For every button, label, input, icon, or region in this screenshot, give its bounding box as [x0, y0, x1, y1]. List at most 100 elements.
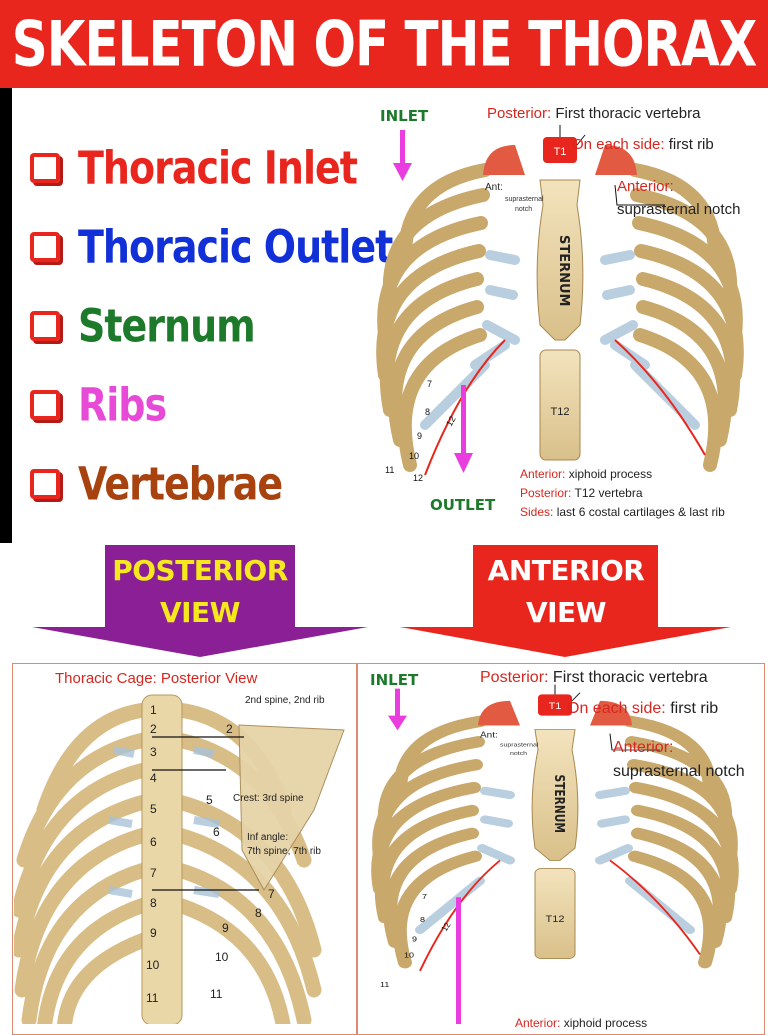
spine-number: 2 [150, 722, 157, 736]
posterior-note: Posterior: First thoracic vertebra [480, 669, 708, 686]
sternum-label: STERNUM [552, 775, 567, 833]
anterior-view-line1: ANTERIOR [487, 554, 645, 587]
checkbox-icon [30, 468, 60, 499]
spine-number: 10 [146, 958, 160, 972]
inf-angle-label-1: Inf angle: [247, 832, 289, 843]
cut-off-note: Anterior: xiphoid process [515, 1016, 648, 1030]
svg-text:11: 11 [385, 465, 394, 475]
rib-number: 2 [226, 722, 233, 736]
topic-item: Sternum [30, 286, 380, 365]
posterior-view-line1: POSTERIOR [112, 554, 288, 587]
posterior-cage-illustration [14, 694, 345, 1024]
svg-text:10: 10 [409, 451, 419, 461]
notch-label-2: notch [515, 206, 532, 213]
inlet-arrow-shaft [400, 130, 405, 165]
spine-number: 6 [150, 835, 157, 849]
spine2-label: 2nd spine, 2nd rib [245, 695, 325, 706]
spine-number: 1 [150, 703, 157, 717]
rib-cage-illustration: T1 Ant: suprasternal notch STERNUM T12 7… [376, 125, 744, 483]
sternum-label: STERNUM [556, 235, 571, 307]
t1-label: T1 [554, 146, 567, 158]
svg-text:10: 10 [404, 951, 414, 959]
anterior-val: suprasternal notch [613, 763, 745, 780]
anterior-val: suprasternal notch [617, 201, 741, 218]
t1-label: T1 [549, 702, 562, 712]
first-rib-left [483, 145, 525, 175]
outlet-arrow-shaft [461, 385, 466, 455]
outlet-arrow-head [454, 453, 473, 473]
inlet-arrow-head [393, 163, 412, 181]
notch-label-1: suprasternal [500, 742, 538, 748]
inf-angle-label-2: 7th spine, 7th rib [247, 846, 321, 857]
ant-label: Ant: [480, 731, 498, 740]
rib-number: 9 [222, 921, 229, 935]
outlet-sides-note: Sides: last 6 costal cartilages & last r… [520, 505, 725, 519]
posterior-note: Posterior: First thoracic vertebra [487, 105, 701, 122]
anterior-cage-illustration: T1 Ant: suprasternal notch STERNUM T12 7… [371, 684, 739, 1024]
topic-label: Vertebrae [78, 457, 283, 510]
spine-number: 8 [150, 896, 157, 910]
rib-number: 7 [268, 887, 275, 901]
topic-item: Thoracic Inlet [30, 128, 380, 207]
topic-item: Ribs [30, 365, 380, 444]
checkbox-icon [30, 310, 60, 341]
topic-item: Vertebrae [30, 444, 380, 523]
anterior-key: Anterior: [617, 178, 674, 195]
outlet-anterior-note: Anterior: xiphoid process [520, 467, 653, 481]
rib-numbers: 7 8 9 10 11 12 12 [385, 379, 458, 483]
lower-spine [539, 349, 581, 461]
rib-number: 6 [213, 825, 220, 839]
checkbox-icon [30, 152, 60, 183]
left-frame-bar [0, 88, 12, 543]
svg-text:9: 9 [412, 935, 417, 943]
t1-vertebra [543, 137, 577, 163]
rib-number: 11 [210, 987, 223, 1001]
first-rib-right [595, 145, 637, 175]
spine-number: 4 [150, 771, 157, 785]
spine-number: 9 [150, 926, 157, 940]
svg-text:11: 11 [380, 981, 390, 989]
svg-text:8: 8 [425, 407, 430, 417]
notch-label-2: notch [510, 750, 528, 756]
svg-text:12: 12 [413, 473, 423, 483]
anterior-view-arrow [400, 545, 731, 657]
title-banner [0, 0, 768, 88]
t12-label: T12 [546, 915, 565, 925]
spine-number: 3 [150, 745, 157, 759]
posterior-view-line2: VIEW [159, 596, 241, 629]
page-title: SKELETON OF THE THORAX [11, 7, 758, 81]
sternum [536, 179, 584, 341]
posterior-view-arrow [32, 545, 368, 657]
notch-label-1: suprasternal [505, 196, 544, 203]
crest-label: Crest: 3rd spine [233, 793, 304, 804]
t12-label: T12 [551, 406, 570, 418]
posterior-panel-title: Thoracic Cage: Posterior View [55, 670, 258, 687]
svg-text:7: 7 [427, 379, 432, 389]
rib-number: 5 [206, 793, 213, 807]
each-side-note: On each side: first rib [572, 136, 714, 153]
topic-label: Thoracic Inlet [78, 141, 358, 194]
outlet-posterior-note: Posterior: T12 vertebra [520, 486, 643, 500]
svg-text:12: 12 [439, 921, 453, 932]
topic-item: Thoracic Outlet [30, 207, 393, 286]
checkbox-icon [30, 389, 60, 420]
outlet-label: OUTLET [430, 496, 496, 514]
inlet-label: INLET [380, 107, 429, 125]
rib-number: 8 [255, 906, 262, 920]
topic-label: Ribs [78, 378, 167, 431]
topic-list: Thoracic Inlet Thoracic Outlet Sternum R… [30, 128, 393, 523]
leader-lines [559, 125, 665, 206]
ribs [376, 163, 744, 472]
inlet-label: INLET [370, 671, 419, 689]
svg-text:12: 12 [444, 414, 458, 428]
ant-label: Ant: [485, 182, 503, 193]
spine-number: 11 [146, 991, 159, 1005]
spine-number: 5 [150, 802, 157, 816]
topic-label: Thoracic Outlet [78, 220, 393, 273]
svg-text:9: 9 [417, 431, 422, 441]
anterior-key: Anterior: [613, 739, 674, 756]
rib-number: 10 [215, 950, 229, 964]
each-side-note: On each side: first rib [567, 700, 719, 717]
svg-text:7: 7 [422, 893, 427, 901]
anterior-view-line2: VIEW [525, 596, 607, 629]
